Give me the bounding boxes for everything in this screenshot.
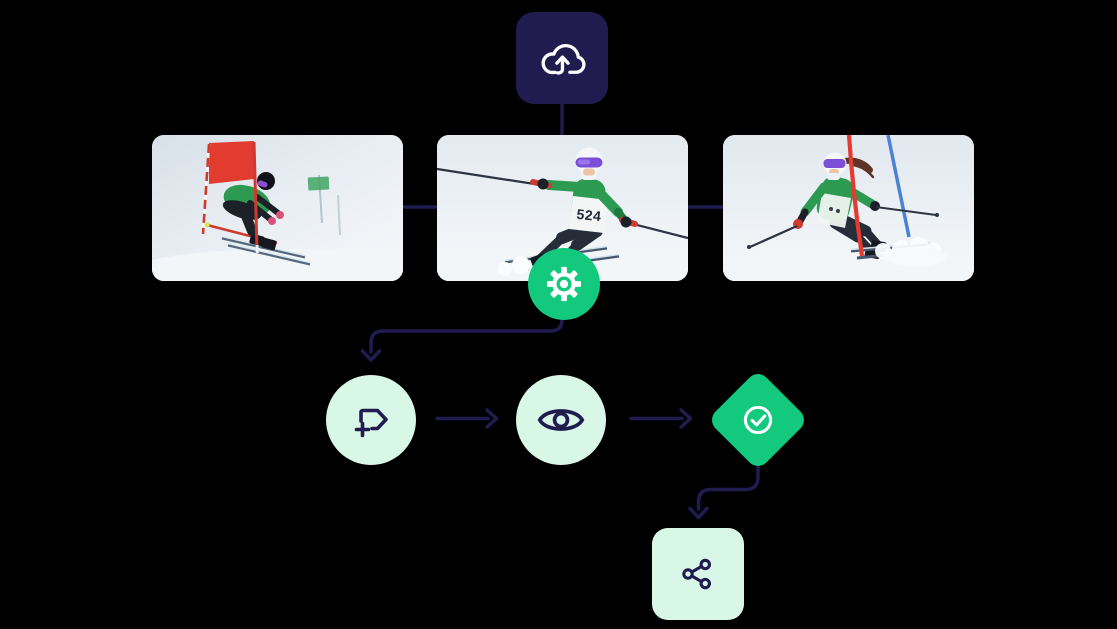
arrow-process-to-label — [369, 310, 564, 354]
arrow-label-to-review-head — [485, 408, 499, 429]
red-pole — [846, 135, 865, 257]
goggles — [823, 159, 846, 168]
photo-card-3 — [723, 135, 974, 281]
snow-ground — [152, 249, 403, 281]
eye-icon — [537, 409, 585, 431]
blue-pole — [886, 135, 911, 238]
skier — [204, 172, 311, 266]
race-bib — [817, 193, 851, 228]
photo-card-1 — [152, 135, 403, 281]
share-node — [652, 528, 744, 620]
photo-skier-slalom — [723, 135, 974, 281]
gate-near-pole — [252, 141, 259, 254]
approve-icon-wrap — [740, 402, 776, 438]
arrow-approve-to-share — [696, 464, 760, 511]
upload-node — [516, 12, 608, 104]
process-node — [528, 248, 600, 320]
add-label-node — [326, 375, 416, 465]
arrow-review-to-approve-head — [679, 408, 693, 429]
snow-spray — [875, 237, 947, 266]
bib-number: 524 — [576, 206, 602, 225]
skier — [747, 152, 939, 260]
ski-poles — [437, 167, 688, 240]
arrow-approve-to-share-head — [688, 506, 709, 520]
share-icon — [682, 558, 711, 590]
review-node — [516, 375, 606, 465]
check-circle-icon — [743, 405, 773, 435]
approve-node — [707, 369, 809, 471]
tag-plus-icon — [354, 408, 388, 438]
background-gate — [307, 174, 341, 236]
cloud-upload-icon — [541, 43, 586, 75]
race-bib — [569, 196, 608, 233]
gear-icon — [546, 266, 582, 302]
photo-skier-red-gate — [152, 135, 403, 281]
red-gate-flag — [201, 141, 254, 235]
arrow-process-to-label-head — [360, 349, 382, 362]
